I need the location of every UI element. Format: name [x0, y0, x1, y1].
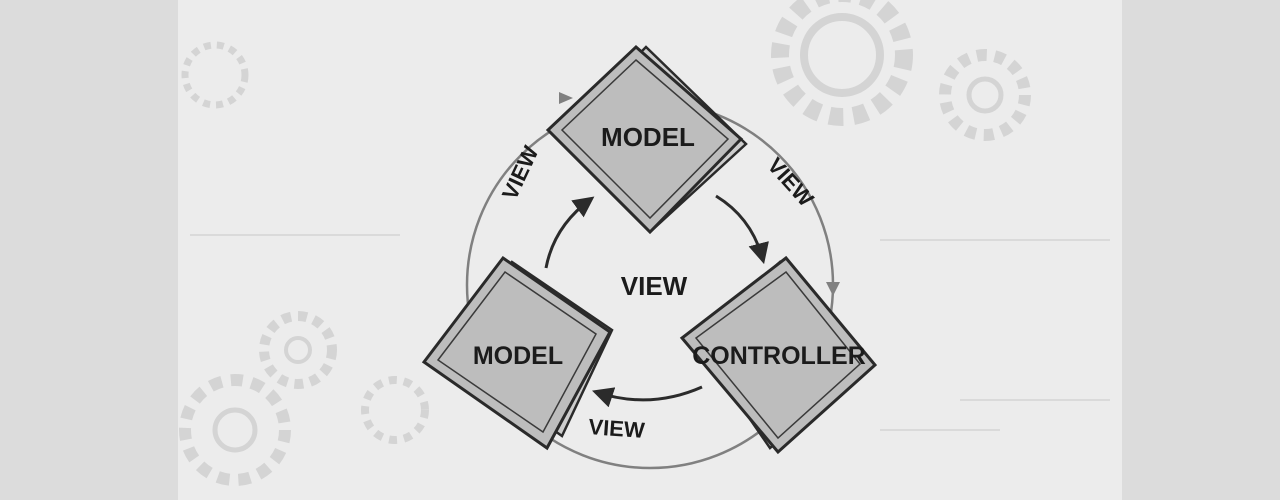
- watermark-lines: [190, 234, 1110, 431]
- node-right-label: CONTROLLER: [692, 342, 866, 370]
- node-left-label: MODEL: [473, 342, 563, 370]
- node-top: MODEL: [545, 44, 748, 235]
- edge-label-bottom: VIEW: [588, 414, 646, 443]
- ring-arrowhead-right: [826, 282, 840, 296]
- node-top-card: [545, 44, 744, 235]
- node-right: CONTROLLER: [679, 255, 878, 455]
- arrow-controller-to-model: [592, 385, 703, 408]
- gear-icon: [361, 376, 429, 444]
- gear-icon: [939, 49, 1031, 141]
- node-right-inner: [694, 270, 862, 440]
- arrow-model-to-controller: [715, 194, 769, 265]
- ring-arrowhead-top: [559, 92, 573, 104]
- node-left: MODEL: [421, 255, 614, 451]
- node-top-inner: [560, 58, 730, 220]
- gear-icon: [771, 0, 913, 126]
- node-left-card: [421, 255, 612, 451]
- node-top-label: MODEL: [601, 122, 695, 152]
- node-left-inner: [436, 270, 597, 434]
- center-label: VIEW: [621, 271, 688, 301]
- arrow-model-to-model: [544, 196, 595, 269]
- edge-label-upper-right: VIEW: [762, 153, 818, 212]
- gear-icon: [259, 311, 337, 389]
- gear-icon: [181, 41, 249, 109]
- gear-icon: [179, 374, 291, 486]
- node-right-card: [679, 255, 878, 455]
- watermark-gears: [179, 0, 1031, 486]
